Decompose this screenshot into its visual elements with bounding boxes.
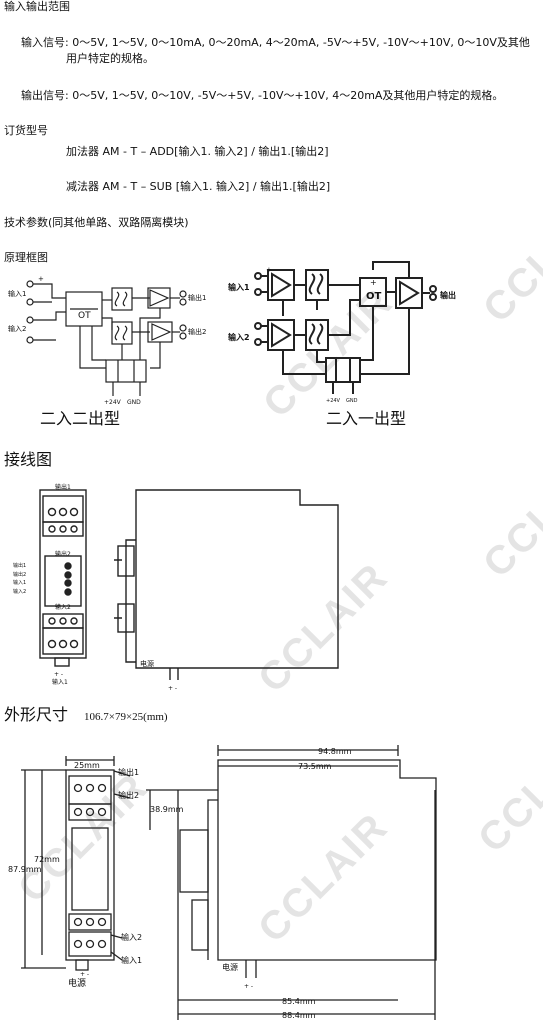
caption-two-in-one-out: 二入一出型: [326, 409, 407, 428]
left-out1-label: 输出1: [188, 293, 206, 302]
dims-depth1: 94.8mm: [318, 747, 352, 756]
wiring-led-3: 输入1: [13, 579, 26, 586]
dims-power-right: 电源: [222, 962, 238, 972]
output-signal-text: 输出信号: 0～5V, 1～5V, 0～10V, -5V～+5V, -10V～+…: [21, 89, 504, 102]
section-title-dims: 外形尺寸: [4, 705, 69, 724]
dims-front-pm: + -: [80, 971, 89, 978]
dims-in1: 输入1: [121, 955, 142, 965]
wiring-power-label: 电源: [140, 659, 154, 668]
right-power-label: +24V: [326, 398, 341, 404]
section-title-wiring: 接线图: [4, 450, 53, 469]
dims-rail: 38.9mm: [150, 805, 184, 814]
section-title-order: 订货型号: [4, 124, 48, 137]
dims-out2: 输出2: [118, 790, 139, 800]
dims-height-outer: 87.9mm: [8, 865, 42, 874]
dims-power-left: 电源: [68, 977, 86, 989]
section-title-range: 输入输出范围: [4, 0, 70, 13]
dims-in2: 输入2: [121, 932, 142, 942]
dims-bottom1: 85.4mm: [282, 997, 316, 1006]
section-title-block: 原理框图: [4, 251, 48, 264]
left-in2-label: 输入2: [8, 324, 26, 333]
right-op-plus: +: [370, 278, 377, 287]
right-out-label: 输出: [440, 290, 456, 300]
input-signal-text: 输入信号: 0～5V, 1～5V, 0～10mA, 0～20mA, 4～20mA…: [21, 36, 530, 49]
dims-width: 25mm: [74, 761, 100, 770]
dims-depth2: 73.5mm: [298, 762, 332, 771]
wiring-led-2: 输出2: [13, 571, 26, 578]
right-in1-label: 输入1: [228, 282, 250, 292]
caption-two-in-two-out: 二入二出型: [40, 409, 121, 428]
left-out2-label: 输出2: [188, 327, 206, 336]
wiring-led-1: 输出1: [13, 562, 26, 569]
wiring-mid-label: 输出2: [55, 550, 71, 558]
wiring-top-label: 输出1: [55, 483, 71, 491]
left-plus-sign: +: [38, 275, 44, 283]
right-gnd-label: GND: [346, 398, 358, 404]
left-in1-label: 输入1: [8, 289, 26, 298]
section-title-params: 技术参数(同其他单路、双路隔离模块): [4, 216, 189, 229]
left-power-label: +24V: [104, 399, 122, 406]
dims-bottom2: 88.4mm: [282, 1011, 316, 1020]
dims-size: 106.7×79×25(mm): [84, 711, 168, 723]
dims-side-pm: + -: [244, 983, 253, 990]
order-adder: 加法器 AM - T – ADD[输入1. 输入2] / 输出1.[输出2]: [66, 145, 329, 158]
right-in2-label: 输入2: [228, 332, 250, 342]
wiring-footer-label: 输入1: [52, 678, 68, 686]
wiring-power-pm: + -: [168, 685, 177, 692]
order-subtractor: 减法器 AM - T – SUB [输入1. 输入2] / 输出1.[输出2]: [66, 180, 331, 193]
wiring-bottom-label: 输入2: [55, 603, 71, 611]
left-op-label: OT: [78, 311, 91, 321]
input-signal-text-cont: 用户特定的规格。: [66, 52, 154, 65]
right-op-label: OT: [366, 291, 382, 302]
left-gnd-label: GND: [127, 399, 141, 406]
dims-out1: 输出1: [118, 767, 139, 777]
dims-height-inner: 72mm: [34, 855, 60, 864]
right-plus-sign: +: [266, 266, 272, 274]
wiring-footer-pm: + -: [54, 671, 63, 678]
wiring-led-4: 输入2: [13, 588, 26, 595]
